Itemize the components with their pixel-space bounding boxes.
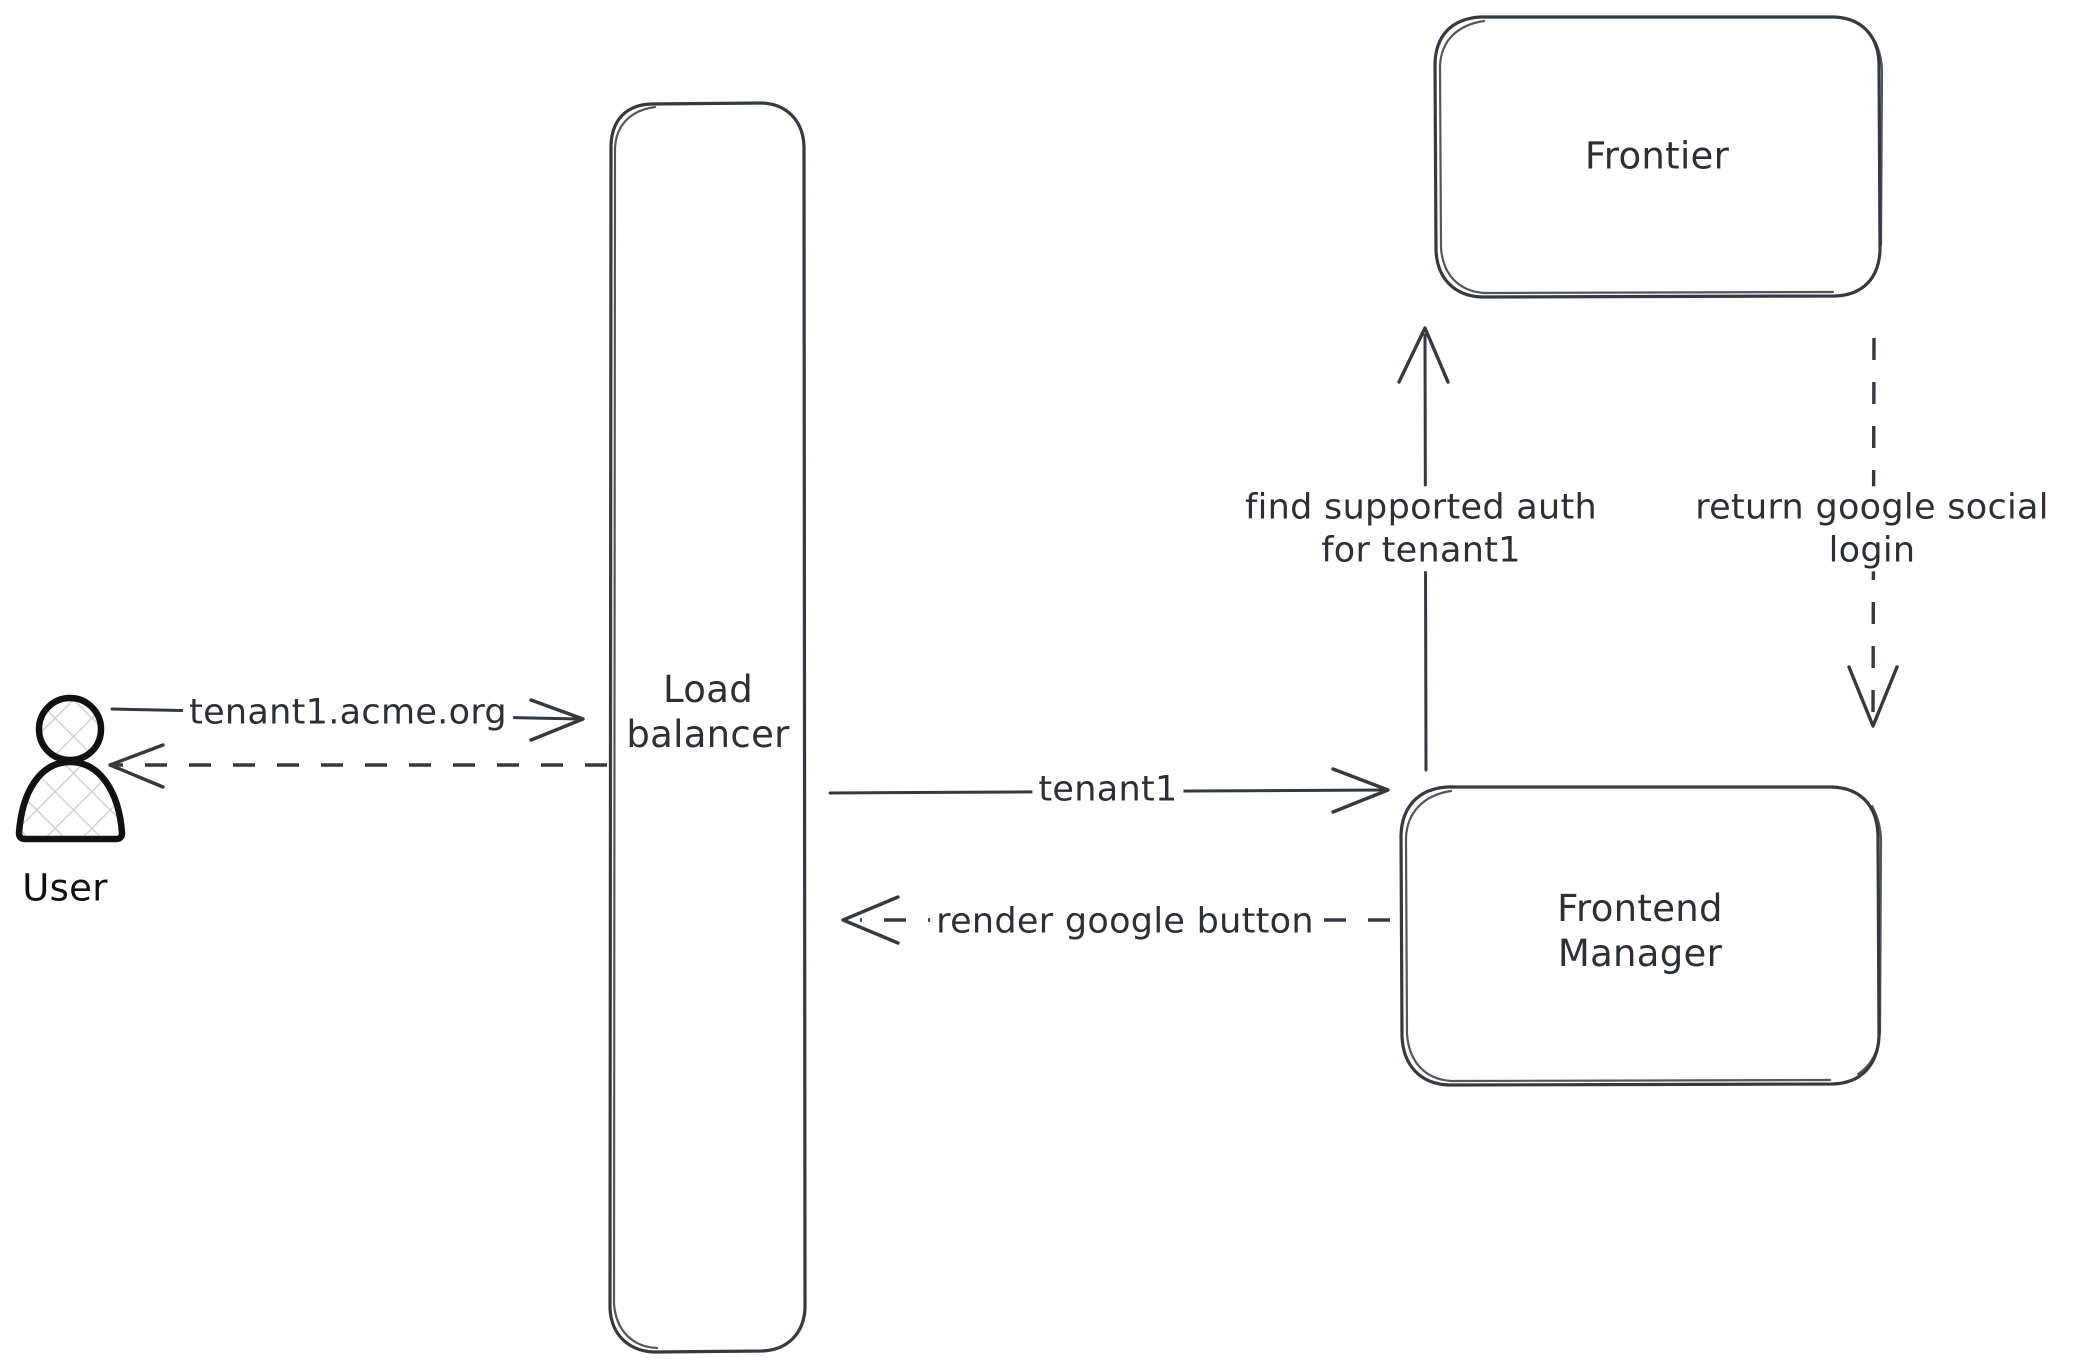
- user-actor-label: User: [22, 866, 108, 910]
- edge-label-lb-to-fm: tenant1: [1032, 768, 1184, 812]
- edge-label-user-to-lb: tenant1.acme.org: [183, 691, 513, 735]
- node-label-load-balancer: Load balancer: [626, 667, 790, 756]
- user-actor-icon[interactable]: [15, 694, 126, 843]
- node-label-frontier: Frontier: [1584, 134, 1730, 178]
- edge-label-fm-to-frontier: find supported auth for tenant1: [1238, 486, 1604, 572]
- node-frontend-manager-shape[interactable]: [1399, 785, 1883, 1087]
- node-load-balancer-shape[interactable]: [608, 101, 807, 1354]
- node-label-frontend-manager: Frontend Manager: [1557, 886, 1723, 975]
- node-frontier-shape[interactable]: [1433, 15, 1884, 299]
- edge-lb-to-user: [108, 743, 607, 789]
- edge-label-fm-to-lb: render google button: [930, 900, 1320, 944]
- edge-label-frontier-to-fm: return google social login: [1689, 486, 2055, 572]
